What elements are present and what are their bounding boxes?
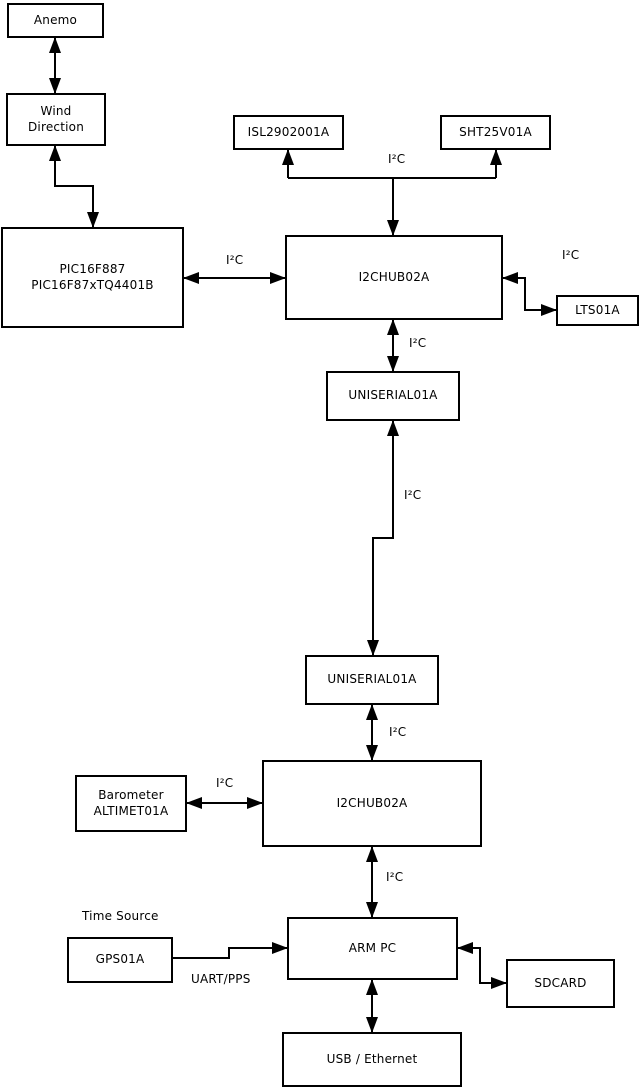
node-gps01a-label: GPS01A (95, 952, 145, 967)
label-i2c-hub1-uniserial1: I²C (409, 336, 427, 350)
node-pic16f887-label-line1: PIC16F887 (59, 261, 126, 276)
node-uniserial01a-2-label: UNISERIAL01A (327, 672, 417, 687)
node-wind-direction-label-line1: Wind (40, 103, 72, 118)
label-uart-pps: UART/PPS (191, 972, 251, 986)
label-i2c-barometer-hub2: I²C (216, 776, 234, 790)
node-gps01a: GPS01A (67, 937, 173, 983)
node-anemo: Anemo (7, 3, 104, 38)
edge-armpc-sdcard (457, 942, 507, 989)
node-wind-direction: Wind Direction (6, 93, 106, 146)
edge-uniserial1-uniserial2 (367, 420, 399, 656)
label-i2c-hub1-lts: I²C (562, 248, 580, 262)
node-arm-pc-label: ARM PC (348, 940, 397, 955)
node-i2chub02a-2: I2CHUB02A (262, 760, 482, 847)
node-i2chub02a-1-label: I2CHUB02A (358, 269, 430, 284)
node-arm-pc: ARM PC (287, 917, 458, 980)
node-barometer-altimet01a: Barometer ALTIMET01A (75, 775, 187, 832)
node-sdcard: SDCARD (506, 959, 615, 1008)
node-lts01a-label: LTS01A (575, 302, 620, 317)
node-isl2902001a-label: ISL2902001A (247, 124, 330, 139)
edge-gps-armpc (173, 942, 288, 959)
node-i2chub02a-2-label: I2CHUB02A (336, 795, 408, 810)
edge-wind-pic (49, 145, 99, 228)
edge-i2chub1-lts (502, 272, 557, 316)
node-usb-ethernet-label: USB / Ethernet (326, 1051, 418, 1066)
node-sdcard-label: SDCARD (534, 975, 587, 990)
label-i2c-pic-hub1: I²C (226, 253, 244, 267)
node-uniserial01a-1: UNISERIAL01A (326, 371, 460, 421)
node-uniserial01a-1-label: UNISERIAL01A (348, 388, 438, 403)
node-pic16f887-label-line2: PIC16F87xTQ4401B (31, 277, 154, 292)
node-usb-ethernet: USB / Ethernet (282, 1032, 462, 1087)
label-time-source: Time Source (82, 909, 159, 923)
node-isl2902001a: ISL2902001A (233, 115, 344, 150)
label-i2c-sensor-bus: I²C (388, 152, 406, 166)
node-anemo-label: Anemo (33, 12, 78, 27)
node-sht25v01a-label: SHT25V01A (459, 124, 532, 139)
label-i2c-hub2-armpc: I²C (386, 870, 404, 884)
label-i2c-uniserial-link: I²C (404, 488, 422, 502)
node-uniserial01a-2: UNISERIAL01A (305, 655, 439, 705)
node-barometer-label-line1: Barometer (98, 787, 164, 802)
node-pic16f887: PIC16F887 PIC16F87xTQ4401B (1, 227, 184, 328)
node-barometer-label-line2: ALTIMET01A (93, 803, 169, 818)
node-lts01a: LTS01A (556, 295, 639, 326)
label-i2c-uniserial2-hub2: I²C (389, 725, 407, 739)
node-sht25v01a: SHT25V01A (440, 115, 551, 150)
node-wind-direction-label-line2: Direction (27, 119, 84, 134)
node-i2chub02a-1: I2CHUB02A (285, 235, 503, 320)
